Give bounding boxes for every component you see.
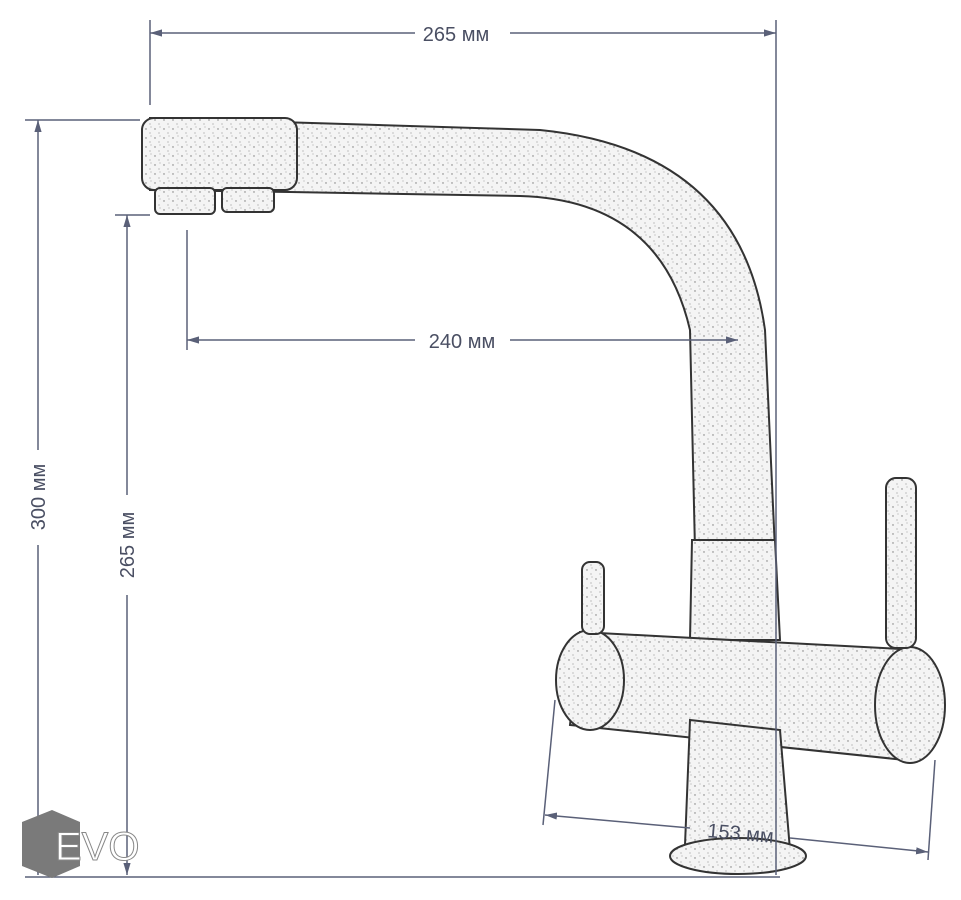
- right-handle: [885, 477, 917, 649]
- dimension-lines: [25, 20, 936, 878]
- logo-hexagon-icon: [22, 810, 80, 878]
- spout-tip: [141, 117, 298, 191]
- dimension-top-width: 265 мм: [423, 24, 489, 46]
- right-valve: [874, 646, 946, 764]
- left-valve: [555, 629, 625, 731]
- aerator-left: [154, 187, 216, 215]
- faucet-illustration: [141, 116, 946, 875]
- base-plate: [669, 837, 807, 875]
- body-column: [688, 539, 782, 641]
- logo-text: EVO: [55, 825, 139, 869]
- left-handle: [581, 561, 605, 635]
- dimension-spout-height: 265 мм: [117, 512, 139, 578]
- aerator-right: [221, 187, 275, 213]
- dimension-total-height: 300 мм: [28, 464, 50, 530]
- dimension-spout-reach: 240 мм: [429, 331, 495, 353]
- evo-logo: EVO: [22, 810, 140, 878]
